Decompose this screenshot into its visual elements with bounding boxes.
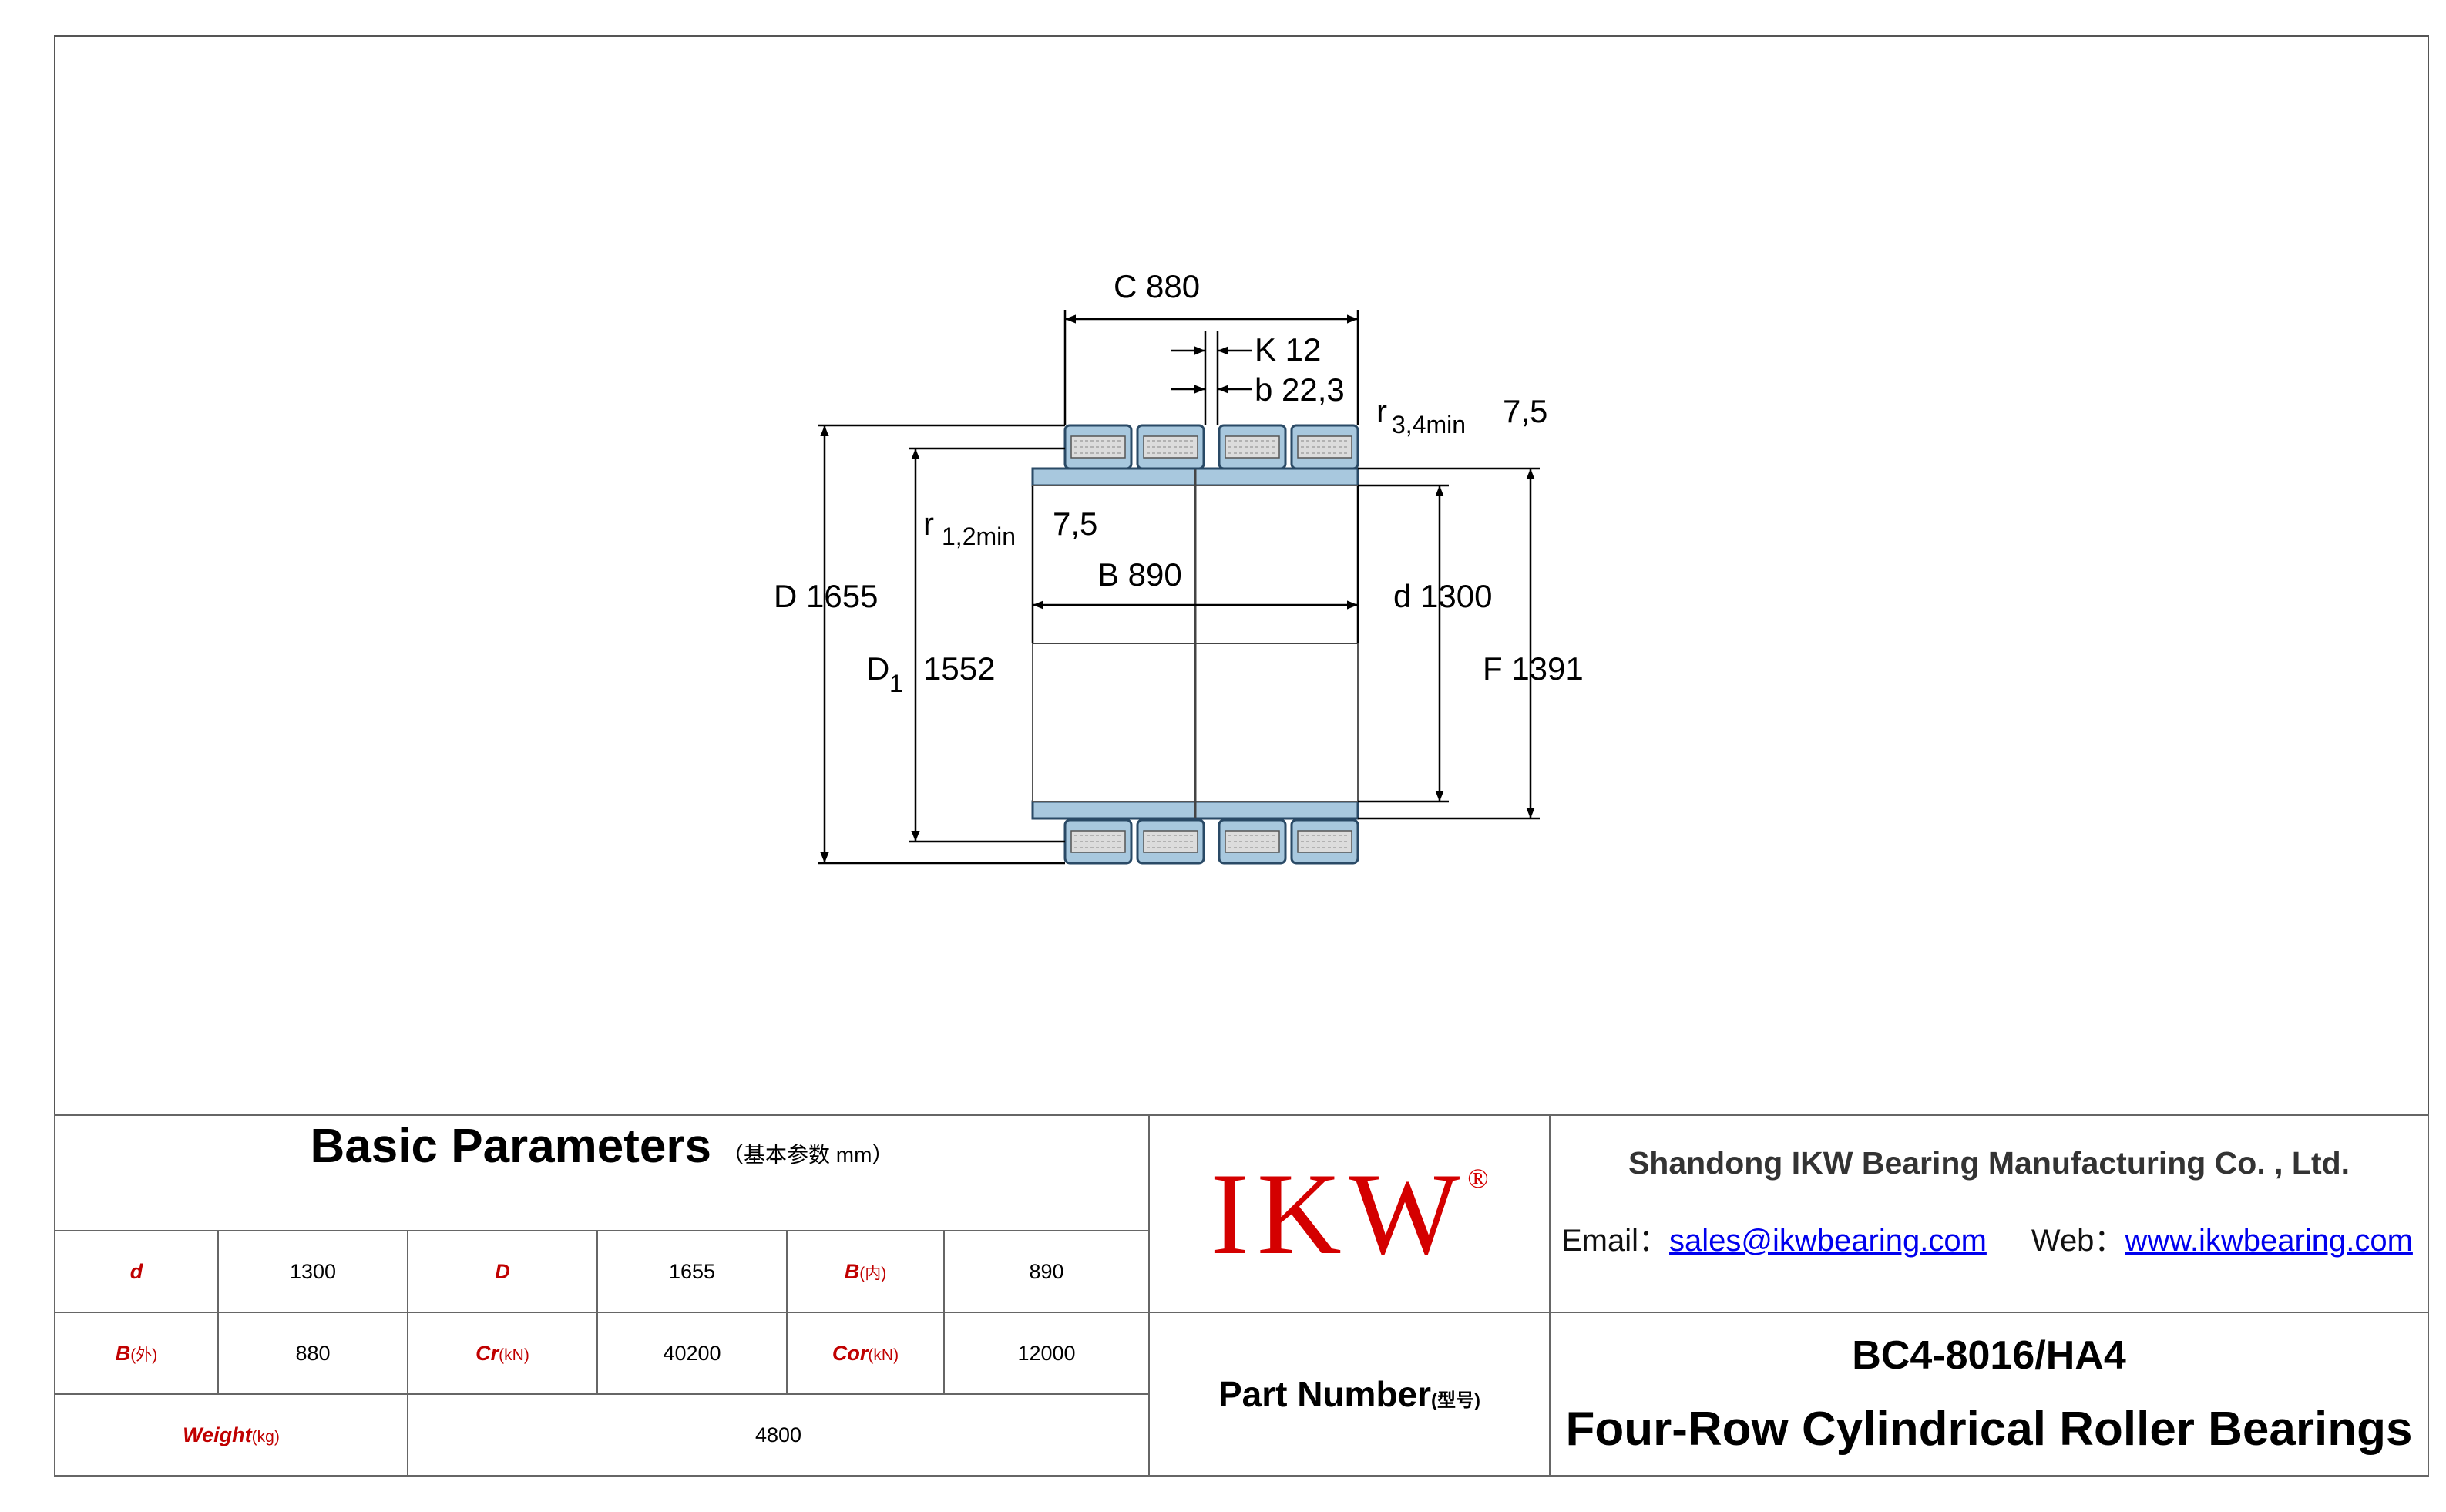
param-label-D: D	[408, 1231, 598, 1313]
param-label-d: d	[54, 1231, 219, 1313]
contact-line: Email：sales@ikwbearing.com Web：www.ikwbea…	[1561, 1215, 2413, 1260]
dimension-lines	[818, 310, 1540, 865]
params-title-cell: Basic Parameters（基本参数 mm）	[54, 1114, 1150, 1231]
dim-c: C 880	[1114, 268, 1200, 304]
param-value-cr: 40200	[598, 1313, 788, 1395]
inner-ring	[1031, 467, 1359, 820]
dim-d-outer: D 1655	[774, 578, 878, 614]
param-value-b-outer: 880	[219, 1313, 408, 1395]
ikw-logo: IKW®	[1210, 1149, 1489, 1278]
web-label: Web：	[2031, 1224, 2125, 1258]
company-cell: Shandong IKW Bearing Manufacturing Co. ,…	[1551, 1114, 2429, 1313]
dim-r34-symbol: r	[1376, 393, 1387, 429]
param-value-D: 1655	[598, 1231, 788, 1313]
param-value-d: 1300	[219, 1231, 408, 1313]
dim-b: b 22,3	[1255, 371, 1345, 408]
part-number-label: Part Number(型号)	[1218, 1374, 1481, 1414]
company-name: Shandong IKW Bearing Manufacturing Co. ,…	[1628, 1145, 2350, 1181]
dim-d1-value: 1552	[923, 650, 995, 687]
model-cell: BC4-8016/HA4 Four-Row Cylindrical Roller…	[1551, 1313, 2429, 1477]
dim-b-inner: B 890	[1097, 556, 1182, 593]
web-link[interactable]: www.ikwbearing.com	[2125, 1224, 2413, 1258]
dim-d-bore: d 1300	[1393, 578, 1492, 614]
part-model: BC4-8016/HA4	[1852, 1332, 2126, 1378]
dimension-labels: C 880 K 12 b 22,3 r 3,4min 7,5 r 1,2min …	[774, 268, 1584, 697]
dim-r12-sub: 1,2min	[942, 522, 1016, 550]
dim-d1-sub: 1	[889, 670, 903, 697]
part-type: Four-Row Cylindrical Roller Bearings	[1565, 1402, 2413, 1456]
email-label: Email：	[1561, 1224, 1670, 1258]
dim-d1-symbol: D	[866, 650, 889, 687]
param-label-cr: Cr(kN)	[408, 1313, 598, 1395]
param-label-b-outer: B(外)	[54, 1313, 219, 1395]
dim-r12-symbol: r	[923, 506, 934, 542]
param-label-weight: Weight(kg)	[54, 1395, 408, 1477]
dim-r12-value: 7,5	[1053, 506, 1097, 542]
params-title: Basic Parameters（基本参数 mm）	[310, 1120, 894, 1173]
bearing-drawing: C 880 K 12 b 22,3 r 3,4min 7,5 r 1,2min …	[774, 268, 1584, 865]
logo-cell: IKW®	[1150, 1114, 1551, 1313]
dim-r34-value: 7,5	[1503, 393, 1547, 429]
param-value-b-inner: 890	[945, 1231, 1150, 1313]
part-number-label-cell: Part Number(型号)	[1150, 1313, 1551, 1477]
roller-rows	[1063, 424, 1359, 865]
dim-k: K 12	[1255, 331, 1321, 368]
param-label-b-inner: B(内)	[788, 1231, 945, 1313]
param-value-weight: 4800	[408, 1395, 1150, 1477]
param-label-cor: Cor(kN)	[788, 1313, 945, 1395]
param-value-cor: 12000	[945, 1313, 1150, 1395]
email-link[interactable]: sales@ikwbearing.com	[1669, 1224, 1987, 1258]
info-table: Basic Parameters（基本参数 mm） d 1300 D 1655 …	[54, 1114, 2429, 1477]
dim-r34-sub: 3,4min	[1392, 411, 1466, 438]
dim-f: F 1391	[1483, 650, 1584, 687]
